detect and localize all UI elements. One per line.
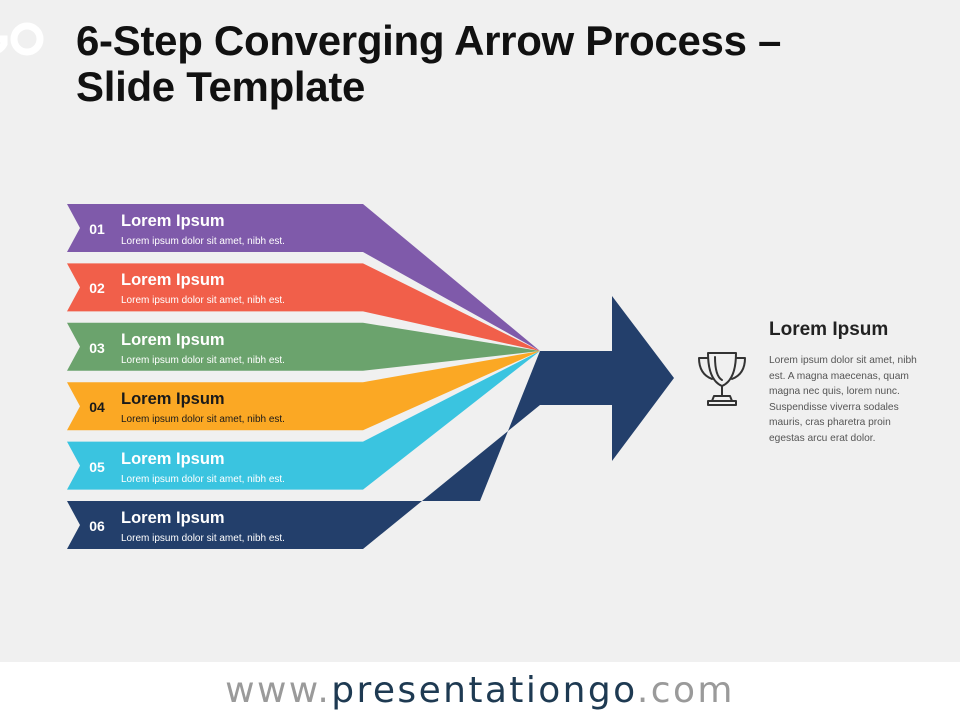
converging-arrow-head [540,296,674,461]
slide-title-line-1: 6-Step Converging Arrow Process – [76,17,782,64]
slide-title: 6-Step Converging Arrow Process – Slide … [76,18,936,110]
result-title: Lorem Ipsum [769,319,889,340]
result-description: Lorem ipsum dolor sit amet, nibh est. A … [769,355,917,444]
footer-url-prefix: www. [225,670,332,711]
step-title: Lorem Ipsum [121,330,225,349]
step-description: Lorem ipsum dolor sit amet, nibh est. [121,236,285,247]
step-title: Lorem Ipsum [121,212,225,230]
step-title: Lorem Ipsum [121,390,225,409]
step-description: Lorem ipsum dolor sit amet, nibh est. [121,295,285,307]
step-number: 05 [89,458,105,475]
step-number: 04 [89,399,105,416]
step-band-6 [67,351,540,549]
trophy-icon [698,352,746,406]
band-layer [67,204,540,549]
slide-title-line-2: Slide Template [76,63,366,110]
step-description: Lorem ipsum dolor sit amet, nibh est. [121,354,285,366]
step-number: 03 [89,339,105,356]
step-title: Lorem Ipsum [121,449,225,468]
step-band-5 [67,351,540,490]
step-band-1 [67,204,540,351]
step-description: Lorem ipsum dolor sit amet, nibh est. [121,414,285,426]
step-title: Lorem Ipsum [121,509,225,527]
step-band-2 [67,263,540,351]
logo-fragment [0,22,44,56]
footer-url-brand: presentationgo [331,670,637,711]
step-band-4 [67,351,540,431]
step-description: Lorem ipsum dolor sit amet, nibh est. [121,473,285,485]
footer-url-suffix: .com [636,670,735,711]
step-number: 01 [89,221,105,237]
step-title: Lorem Ipsum [121,271,225,290]
step-band-3 [67,322,540,371]
step-number: 06 [89,518,105,534]
step-description: Lorem ipsum dolor sit amet, nibh est. [121,533,285,544]
step-number: 02 [89,280,105,297]
footer-url[interactable]: www.presentationgo.com [0,662,960,720]
